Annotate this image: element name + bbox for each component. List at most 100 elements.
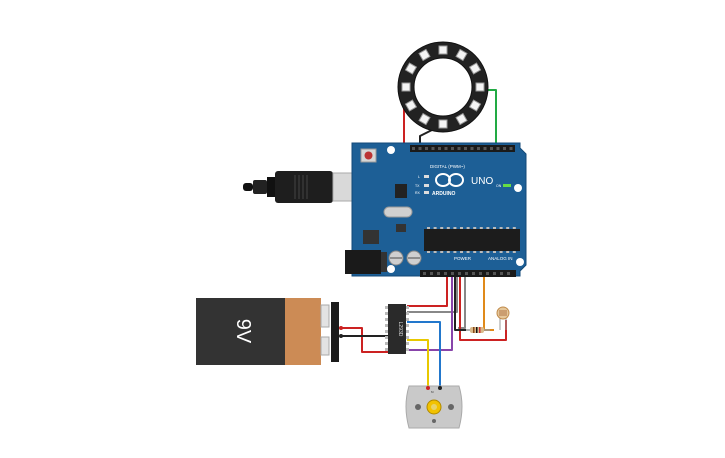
digital-pin[interactable] [431, 147, 435, 150]
arduino-uno[interactable]: DIGITAL (PWM~) POWER ANALOG IN ARDUINO U… [243, 142, 527, 277]
neopixel-led [418, 48, 431, 62]
battery-label: 9V [232, 319, 254, 344]
power-analog-pin[interactable] [444, 272, 447, 275]
neopixel-ring[interactable] [397, 41, 489, 133]
atmega-chip [424, 227, 520, 253]
power-analog-pin[interactable] [479, 272, 482, 275]
resistor[interactable] [466, 327, 490, 333]
wire-blue[interactable] [407, 321, 441, 388]
neopixel-led [455, 48, 468, 62]
power-analog-pin[interactable] [430, 272, 433, 275]
ring-pixels [401, 45, 485, 129]
chip-leg [440, 251, 444, 253]
motor-label: M [431, 390, 434, 394]
chip-leg [440, 227, 444, 229]
chip-leg [486, 251, 490, 253]
chip-leg [466, 251, 470, 253]
chip-leg [446, 251, 450, 253]
power-analog-pin[interactable] [437, 272, 440, 275]
wire-5v[interactable] [407, 270, 448, 307]
digital-pin[interactable] [490, 147, 493, 150]
power-header-label: POWER [454, 256, 472, 261]
wire-ring-data[interactable] [484, 89, 497, 150]
chip-leg [453, 227, 457, 229]
wire-yellow[interactable] [407, 339, 429, 388]
neopixel-led [404, 62, 418, 75]
power-analog-pin[interactable] [451, 272, 454, 275]
led-label-l: L [418, 175, 420, 179]
chip-leg [433, 227, 437, 229]
photoresistor[interactable] [496, 306, 510, 330]
power-analog-pin[interactable] [500, 272, 503, 275]
digital-pin[interactable] [438, 147, 441, 150]
power-analog-pin[interactable] [493, 272, 496, 275]
neopixel-led [404, 99, 418, 112]
chip-leg [499, 251, 503, 253]
arduino-logo: ARDUINO UNO [432, 173, 493, 197]
chip-leg [499, 227, 503, 229]
chip-leg [493, 227, 496, 229]
chip-leg [466, 227, 470, 229]
ic-label: L293D [397, 322, 403, 337]
digital-pin[interactable] [451, 147, 454, 150]
chip-leg [473, 227, 477, 229]
chip-leg [460, 251, 463, 253]
usb-cable[interactable] [243, 171, 364, 203]
power-analog-pin[interactable] [465, 272, 468, 275]
neopixel-led [418, 112, 431, 126]
digital-pin[interactable] [444, 147, 448, 150]
digital-pin[interactable] [457, 147, 461, 150]
digital-pin[interactable] [464, 147, 467, 150]
power-analog-pin[interactable] [472, 272, 475, 275]
power-analog-pin[interactable] [486, 272, 489, 275]
digital-header-label: DIGITAL (PWM~) [430, 164, 465, 169]
digital-pin[interactable] [418, 147, 422, 150]
on-led [503, 184, 511, 187]
battery-9v[interactable]: 9V [196, 298, 343, 365]
chip-leg [460, 227, 463, 229]
digital-pin[interactable] [509, 147, 513, 150]
chip-leg [479, 251, 483, 253]
digital-pin[interactable] [496, 147, 500, 150]
chip-leg [506, 227, 510, 229]
chip-leg [479, 227, 483, 229]
digital-pin[interactable] [503, 147, 506, 150]
power-analog-pin[interactable] [458, 272, 461, 275]
neopixel-led [438, 119, 448, 129]
chip-leg [453, 251, 457, 253]
analog-header-label: ANALOG IN [488, 256, 513, 261]
digital-pin[interactable] [470, 147, 474, 150]
led-label-tx: TX [415, 184, 420, 188]
chip-leg [427, 227, 430, 229]
chip-leg [473, 251, 477, 253]
neopixel-led [438, 45, 448, 55]
power-analog-pin[interactable] [423, 272, 426, 275]
arduino-brand: ARDUINO [432, 191, 455, 197]
digital-pin[interactable] [412, 147, 415, 150]
power-analog-pin[interactable] [507, 272, 510, 275]
on-label: ON [496, 184, 502, 188]
wire-battery-pos[interactable] [341, 327, 388, 353]
chip-leg [446, 227, 450, 229]
digital-pin[interactable] [477, 147, 480, 150]
chip-leg [506, 251, 510, 253]
chip-leg [493, 251, 496, 253]
power-jack[interactable] [345, 250, 387, 274]
dc-motor[interactable]: M [405, 385, 463, 429]
wire-a0[interactable] [483, 270, 494, 331]
motor-driver-ic[interactable]: L293D [385, 304, 409, 354]
digital-pin[interactable] [483, 147, 487, 150]
neopixel-led [468, 62, 482, 75]
led-label-rx: RX [415, 191, 421, 195]
chip-leg [427, 251, 430, 253]
chip-leg [433, 251, 437, 253]
status-leds: L TX RX [415, 175, 429, 195]
reset-button[interactable] [360, 148, 377, 163]
neopixel-led [401, 82, 411, 92]
digital-pin[interactable] [425, 147, 428, 150]
neopixel-led [468, 99, 482, 112]
chip-leg [512, 251, 516, 253]
digital-header[interactable] [410, 145, 515, 152]
wire-resistor-ground[interactable] [454, 270, 466, 331]
